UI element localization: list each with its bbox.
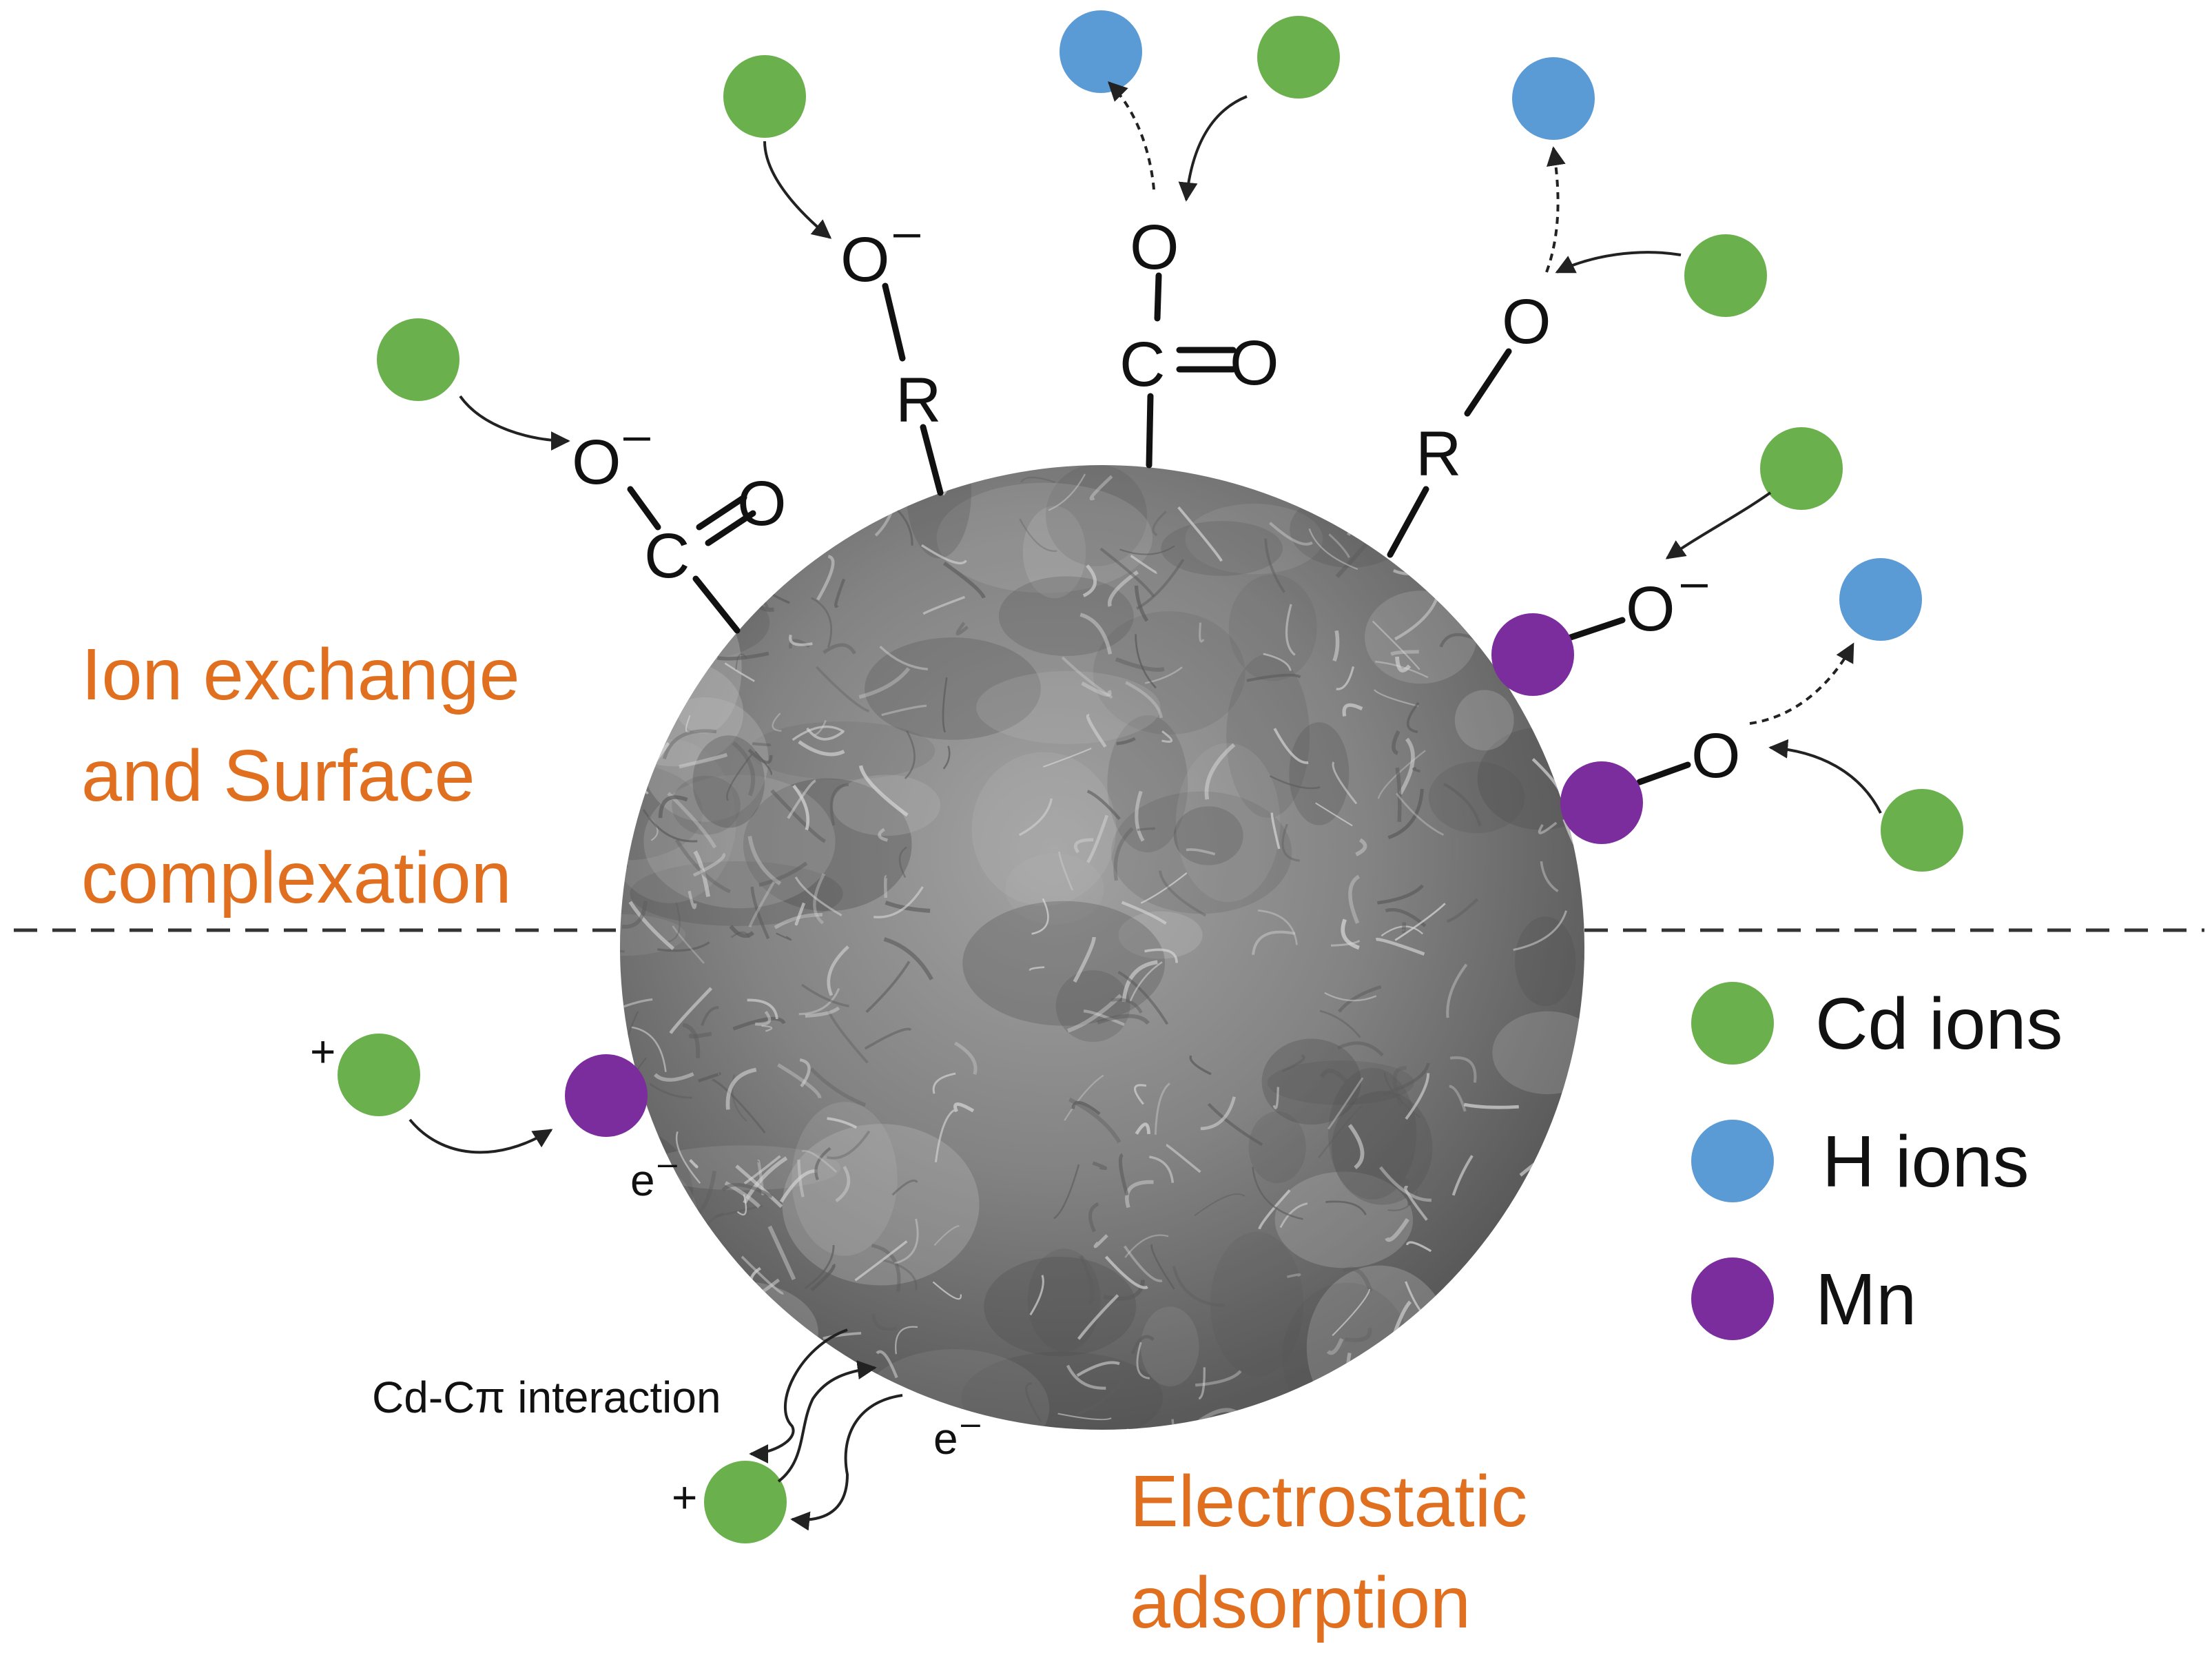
legend-swatch-h xyxy=(1691,1120,1774,1202)
h-ion xyxy=(1839,558,1922,641)
chem-o-double-top: O xyxy=(1230,328,1279,398)
chem-minus-left: – xyxy=(623,408,650,462)
legend-label-cd: Cd ions xyxy=(1815,983,2063,1065)
legend-label-h: H ions xyxy=(1822,1121,2029,1202)
electron-minus-1: – xyxy=(658,1144,677,1182)
cd-ion xyxy=(338,1034,420,1116)
region-top-line-2: and Surface xyxy=(81,735,475,816)
chem-minus-top: – xyxy=(893,205,920,258)
mn-ion xyxy=(565,1054,648,1137)
electron-label-2: e xyxy=(933,1414,958,1463)
mn-o-minus-group: O – xyxy=(1567,555,1708,644)
interaction-label: Cd-Cπ interaction xyxy=(372,1373,721,1422)
plus-sign-1: + xyxy=(310,1027,335,1076)
arrows xyxy=(409,81,1882,1531)
hydroxyl-r-group-top-left: R O – xyxy=(840,205,944,496)
chem-c-left: C xyxy=(644,521,690,591)
region-top-line-3: complexation xyxy=(81,837,512,918)
ions xyxy=(338,10,1963,1543)
chem-o-right: O xyxy=(1502,287,1551,357)
region-top-line-1: Ion exchange xyxy=(81,634,520,715)
chem-o-minus-top: O xyxy=(840,225,890,295)
region-label-bottom: Electrostatic adsorption xyxy=(1130,1461,1527,1643)
electron-minus-2: – xyxy=(961,1404,980,1442)
mn-o-group: O xyxy=(1636,721,1741,791)
carboxyl-group-left: C O – O xyxy=(572,408,787,634)
chem-o-minus-left: O xyxy=(572,427,621,497)
region-bottom-line-1: Electrostatic xyxy=(1130,1461,1527,1542)
chem-minus-mn1: – xyxy=(1681,555,1708,608)
chem-r-left: R xyxy=(896,365,941,435)
legend-swatch-mn xyxy=(1691,1257,1774,1340)
mn-ion xyxy=(1491,613,1574,696)
hydroxyl-r-group-top-right: R O xyxy=(1387,287,1551,558)
biochar-particle xyxy=(620,465,1584,1430)
chem-r-right: R xyxy=(1416,419,1461,489)
mn-ion xyxy=(1560,761,1643,844)
plus-sign-2: + xyxy=(672,1472,697,1522)
legend-label-mn: Mn xyxy=(1815,1259,1916,1340)
chem-o-double-left: O xyxy=(737,469,787,539)
cd-ion xyxy=(1881,789,1963,872)
region-bottom-line-2: adsorption xyxy=(1130,1562,1471,1643)
chem-o-top: O xyxy=(1130,212,1179,283)
cd-ion xyxy=(1684,234,1767,317)
chem-c-top: C xyxy=(1119,329,1165,400)
h-ion xyxy=(1060,10,1142,93)
legend-swatch-cd xyxy=(1691,982,1774,1065)
chem-o-mn2: O xyxy=(1691,721,1741,791)
chem-o-minus-mn1: O xyxy=(1626,574,1675,644)
electron-label-1: e xyxy=(630,1155,655,1205)
legend: Cd ions H ions Mn xyxy=(1691,982,2063,1340)
cd-ion xyxy=(704,1461,787,1543)
h-ion xyxy=(1512,57,1595,140)
cd-ion xyxy=(377,318,459,401)
carbonyl-group-top: C O O xyxy=(1119,212,1279,469)
region-label-top: Ion exchange and Surface complexation xyxy=(81,634,520,918)
cd-ion xyxy=(1760,427,1843,510)
cd-ion xyxy=(1257,16,1340,99)
cd-ion xyxy=(723,55,806,138)
